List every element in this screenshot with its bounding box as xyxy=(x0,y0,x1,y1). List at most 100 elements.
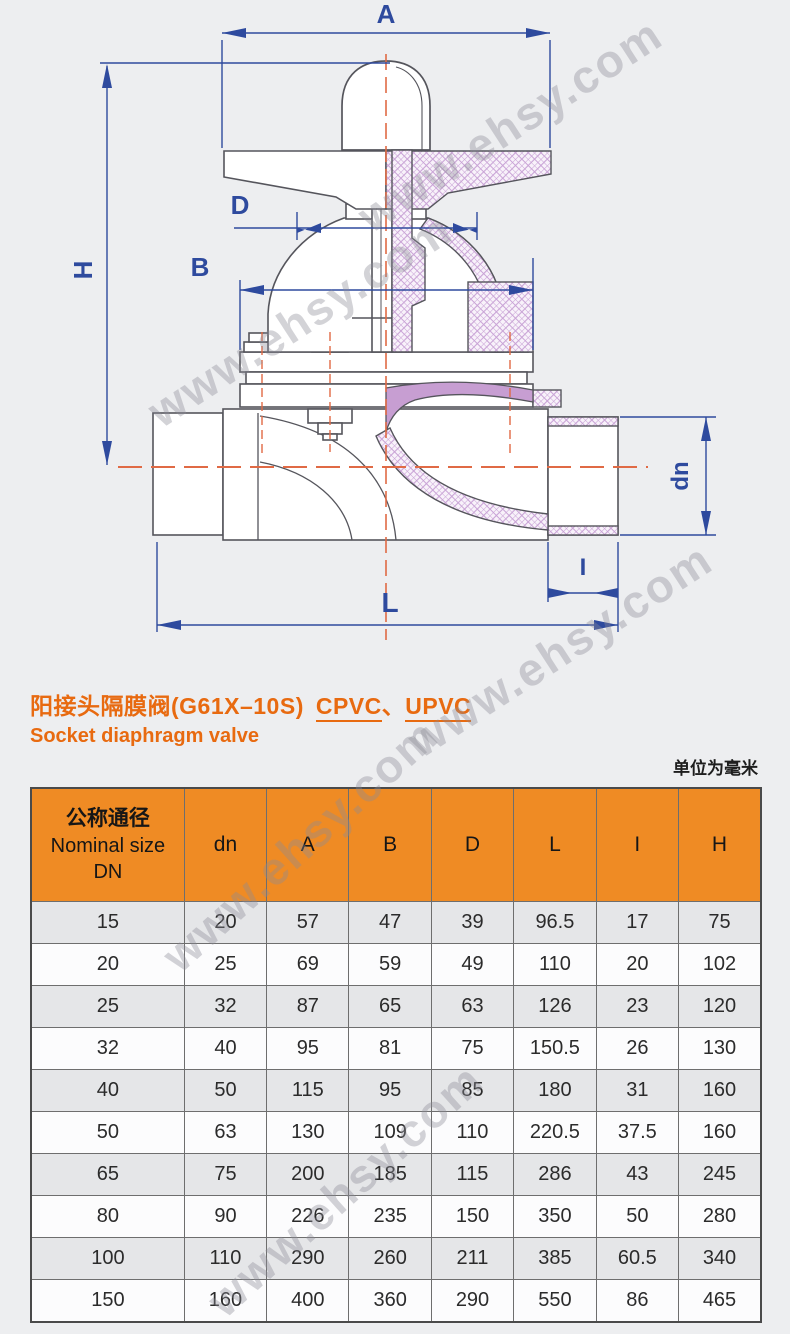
table-cell: 75 xyxy=(183,1153,268,1196)
table-cell: 32 xyxy=(183,985,268,1028)
table-cell: 25 xyxy=(183,943,268,986)
table-cell: 120 xyxy=(678,985,762,1028)
table-cell: 20 xyxy=(30,943,185,986)
table-cell: 150 xyxy=(430,1195,515,1238)
body-step xyxy=(532,389,562,408)
table-cell: 109 xyxy=(348,1111,432,1154)
dimension-I: I xyxy=(547,542,619,632)
table-cell: 340 xyxy=(678,1237,762,1280)
table-cell: 226 xyxy=(266,1195,350,1238)
table-cell: 96.5 xyxy=(513,901,597,944)
diaphragm xyxy=(385,381,534,433)
weir-seat-section xyxy=(375,427,549,531)
table-cell: 102 xyxy=(678,943,762,986)
dim-label-dn: dn xyxy=(667,461,694,490)
table-cell: 50 xyxy=(30,1111,185,1154)
product-title-cn: 阳接头隔膜阀(G61X–10S) CPVC、UPVC xyxy=(30,692,472,722)
table-cell: 57 xyxy=(266,901,350,944)
table-cell: 220.5 xyxy=(513,1111,597,1154)
table-cell: 290 xyxy=(266,1237,350,1280)
table-cell: 260 xyxy=(348,1237,432,1280)
product-title-block: 阳接头隔膜阀(G61X–10S)CPVC、UPVC Socket diaphra… xyxy=(30,692,472,749)
dim-label-D: D xyxy=(231,190,250,220)
table-cell: 25 xyxy=(30,985,185,1028)
table-cell: 286 xyxy=(513,1153,597,1196)
table-cell: 26 xyxy=(595,1027,680,1070)
table-cell: 86 xyxy=(595,1279,680,1323)
table-cell: 160 xyxy=(183,1279,268,1323)
table-cell: 290 xyxy=(430,1279,515,1323)
handle-right-wing xyxy=(385,150,552,210)
material-upvc: UPVC xyxy=(405,693,472,722)
table-cell: 80 xyxy=(30,1195,185,1238)
table-cell: 65 xyxy=(348,985,432,1028)
section-hatch-parts xyxy=(375,149,619,536)
table-cell: 50 xyxy=(183,1069,268,1112)
table-cell: 150 xyxy=(30,1279,185,1323)
dimension-B: B xyxy=(191,252,534,350)
header-col-D: D xyxy=(430,787,515,902)
table-cell: 180 xyxy=(513,1069,597,1112)
table-cell: 32 xyxy=(30,1027,185,1070)
table-cell: 90 xyxy=(183,1195,268,1238)
valve-cross-section-diagram: A H D xyxy=(68,0,716,640)
table-cell: 31 xyxy=(595,1069,680,1112)
header-col-L: L xyxy=(513,787,597,902)
table-cell: 20 xyxy=(183,901,268,944)
table-cell: 130 xyxy=(678,1027,762,1070)
table-cell: 87 xyxy=(266,985,350,1028)
table-cell: 115 xyxy=(266,1069,350,1112)
pipe-wall-top xyxy=(547,416,619,427)
dimension-L: L xyxy=(156,542,618,632)
table-cell: 110 xyxy=(513,943,597,986)
table-cell: 47 xyxy=(348,901,432,944)
right-socket xyxy=(547,416,619,536)
table-cell: 185 xyxy=(348,1153,432,1196)
table-cell: 40 xyxy=(30,1069,185,1112)
table-cell: 60.5 xyxy=(595,1237,680,1280)
table-cell: 160 xyxy=(678,1069,762,1112)
centerlines xyxy=(118,54,648,640)
table-cell: 110 xyxy=(430,1111,515,1154)
header-col-A: A xyxy=(266,787,350,902)
material-separator: 、 xyxy=(381,693,406,719)
table-cell: 385 xyxy=(513,1237,597,1280)
product-name-cn: 阳接头隔膜阀(G61X–10S) xyxy=(30,693,304,719)
header-nominal-size-cn: 公称通径 xyxy=(65,807,150,831)
table-cell: 95 xyxy=(348,1069,432,1112)
table-cell: 95 xyxy=(266,1027,350,1070)
material-cpvc: CPVC xyxy=(315,693,382,722)
dim-label-B: B xyxy=(191,252,210,282)
pipe-wall-bottom xyxy=(547,525,619,536)
table-cell: 65 xyxy=(30,1153,185,1196)
stem-channel xyxy=(391,149,426,353)
table-cell: 211 xyxy=(430,1237,515,1280)
dim-label-H: H xyxy=(68,261,98,280)
dimension-H: H xyxy=(68,62,390,465)
dim-label-I: I xyxy=(580,554,587,581)
table-cell: 39 xyxy=(430,901,515,944)
table-cell: 150.5 xyxy=(513,1027,597,1070)
table-cell: 23 xyxy=(595,985,680,1028)
left-socket xyxy=(152,412,224,536)
table-cell: 550 xyxy=(513,1279,597,1323)
table-cell: 17 xyxy=(595,901,680,944)
table-cell: 400 xyxy=(266,1279,350,1323)
table-cell: 40 xyxy=(183,1027,268,1070)
table-cell: 126 xyxy=(513,985,597,1028)
table-cell: 15 xyxy=(30,901,185,944)
dimension-dn: dn xyxy=(620,416,716,536)
dimension-D: D xyxy=(231,190,478,240)
table-cell: 50 xyxy=(595,1195,680,1238)
table-cell: 245 xyxy=(678,1153,762,1196)
header-col-dn: dn xyxy=(183,787,268,902)
